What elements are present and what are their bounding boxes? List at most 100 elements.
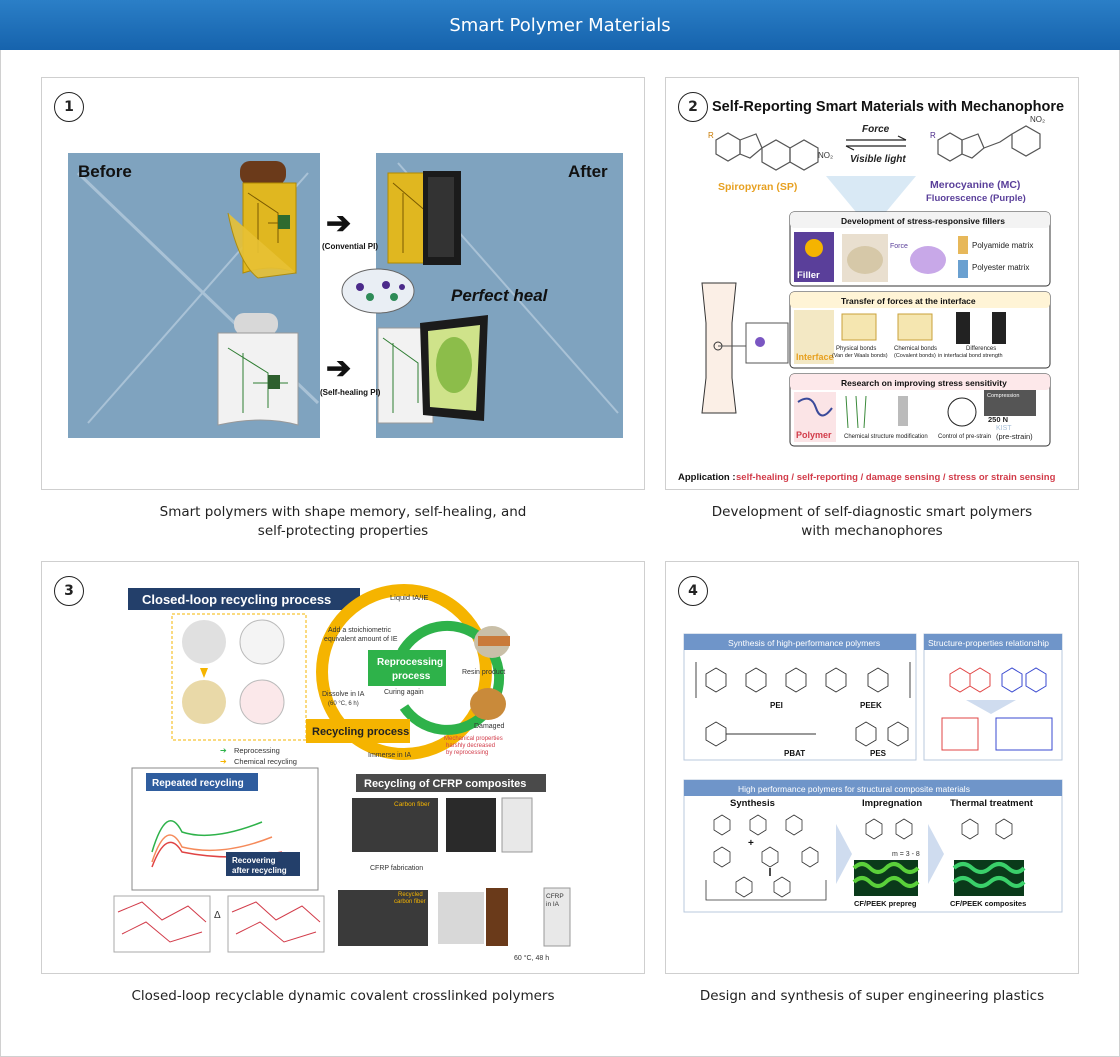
application-label: Application : — [678, 472, 736, 483]
immerse-label: Immerse in IA — [368, 752, 412, 759]
svg-text:➔: ➔ — [326, 207, 351, 240]
structure-title: Structure-properties relationship — [928, 638, 1049, 648]
add2-label: equivalent amount of IE — [324, 636, 398, 643]
sp-label: Spiropyran (SP) — [718, 181, 797, 193]
self-healing-figure: Before After Perfect heal ➔ (Convential … — [68, 153, 623, 438]
caption-1: Smart polymers with shape memory, self-h… — [41, 503, 645, 541]
physical-label: Physical bonds — [836, 346, 876, 352]
conventional-label: (Convential PI) — [322, 242, 378, 251]
force-small-label: Force — [890, 243, 908, 250]
caption-2-line2: with mechanophores — [801, 523, 943, 539]
mech1-label: Mechanical properties — [444, 736, 503, 742]
page-header: Smart Polymer Materials — [0, 0, 1120, 50]
recycling-process-box — [306, 719, 410, 743]
network-after — [227, 895, 325, 953]
chem-mod-label: Chemical structure modification — [844, 434, 928, 440]
caption-1-line1: Smart polymers with shape memory, self-h… — [159, 504, 527, 520]
svg-text:NO₂: NO₂ — [1030, 115, 1045, 124]
legend-reprocessing: Reprocessing — [234, 746, 280, 755]
synthesis-step: Synthesis — [730, 798, 775, 809]
structure-box — [923, 633, 1063, 761]
roller-bottom — [234, 313, 278, 335]
n250-label: 250 N — [988, 415, 1008, 424]
caption-4: Design and synthesis of super engineerin… — [665, 987, 1079, 1006]
molecule-zoom — [341, 268, 415, 314]
pre-strain-label: (pre-strain) — [996, 432, 1033, 441]
liquid-label: Liquid IA/IE — [390, 593, 428, 602]
synthesis-box — [683, 633, 917, 761]
differences-label: Differences — [966, 346, 996, 352]
cfrp-fab-label: CFRP fabrication — [370, 865, 423, 872]
delta-label: Δ — [214, 910, 221, 921]
reprocessing-box — [368, 650, 446, 686]
panel-1: 1 Before After Perfect heal ➔ (Conven — [41, 77, 645, 490]
thermal-step: Thermal treatment — [950, 798, 1034, 809]
chemical-sub-label: (Covalent bonds) — [894, 353, 936, 359]
recovering2-label: after recycling — [232, 866, 287, 875]
recycling-title-banner — [128, 588, 360, 610]
panel-3: 3 Closed-loop recycling process ➔ Reproc… — [41, 561, 645, 974]
compression-label: Compression — [987, 393, 1019, 399]
panel-number: 3 — [54, 576, 84, 606]
caption-1-line2: self-protecting properties — [257, 523, 429, 539]
mc-sub-label: Fluorescence (Purple) — [926, 193, 1026, 204]
page-title: Smart Polymer Materials — [449, 14, 671, 36]
damaged-label: Damaged — [474, 723, 504, 730]
photo-box — [171, 613, 307, 741]
recycled-fiber-image — [338, 890, 428, 946]
carbon-label: Carbon fiber — [394, 801, 431, 808]
chemical-label: Chemical bonds — [894, 346, 937, 352]
box2-title: Transfer of forces at the interface — [841, 296, 976, 306]
reprocessing-label: Reprocessing — [377, 657, 443, 668]
curing-label: Curing again — [384, 689, 424, 696]
panel-2: 2 Self-Reporting Smart Materials with Me… — [665, 77, 1079, 490]
cfrp-ia2-label: in IA — [546, 901, 560, 908]
selfhealing-film — [217, 332, 299, 426]
impregnation-step: Impregnation — [862, 798, 922, 809]
panel-number: 1 — [54, 92, 84, 122]
physical-sub-label: (Van der Waals bonds) — [832, 353, 888, 359]
pei-label: PEI — [770, 701, 783, 710]
reprocessing-loop — [397, 620, 505, 735]
add-label: Add a stoichiometric — [328, 627, 392, 634]
merocyanine-structure — [937, 125, 1041, 162]
dogbone-specimen — [701, 282, 737, 414]
polyamide-label: Polyamide matrix — [972, 241, 1033, 250]
cond-label: 60 °C, 48 h — [514, 954, 549, 962]
recycling-label: Recycling process — [312, 726, 409, 738]
polymer-label: Polymer — [796, 430, 832, 440]
hp-title: High performance polymers for structural… — [738, 784, 970, 794]
mech3-label: by reprocessing — [446, 750, 488, 756]
roller-top — [240, 161, 286, 185]
pes-label: PES — [870, 749, 887, 758]
fig3-title: Closed-loop recycling process — [142, 592, 331, 607]
recycled-label: Recycled — [398, 892, 423, 898]
filler-label: Filler — [797, 270, 820, 281]
mc-label: Merocyanine (MC) — [930, 179, 1020, 191]
svg-text:R: R — [930, 131, 936, 140]
visible-light-label: Visible light — [850, 154, 906, 165]
box1-title: Development of stress-responsive fillers — [841, 216, 1005, 226]
caption-3: Closed-loop recyclable dynamic covalent … — [41, 987, 645, 1006]
engineering-plastics-figure: Synthesis of high-performance polymers P… — [683, 633, 1063, 913]
cfrp-ia-label: CFRP — [546, 893, 564, 900]
interface-label: Interface — [796, 352, 834, 362]
recycling-figure: Closed-loop recycling process ➔ Reproces… — [113, 584, 571, 962]
application-text: self-healing / self-reporting / damage s… — [736, 472, 1056, 483]
svg-text:➔: ➔ — [220, 757, 227, 766]
recycling-loop — [316, 584, 492, 760]
panel-number: 2 — [678, 92, 708, 122]
fig2-title: Self-Reporting Smart Materials with Mech… — [712, 99, 1064, 115]
network-before — [113, 895, 211, 953]
kist-label: KIST — [996, 425, 1012, 432]
box3-title: Research on improving stress sensitivity — [841, 378, 1007, 388]
mechanophore-figure: Self-Reporting Smart Materials with Mech… — [678, 99, 1064, 483]
dissolve2-label: (60 °C, 6 h) — [328, 701, 359, 707]
process-label: process — [392, 671, 431, 682]
caption-4-line1: Design and synthesis of super engineerin… — [699, 988, 1045, 1004]
recycled2-label: carbon fiber — [394, 899, 426, 905]
spiropyran-structure — [715, 132, 819, 171]
synthesis-title: Synthesis of high-performance polymers — [728, 638, 880, 648]
differences-sub-label: in interfacial bond strength — [938, 353, 1003, 359]
recovering-label: Recovering — [232, 856, 276, 865]
